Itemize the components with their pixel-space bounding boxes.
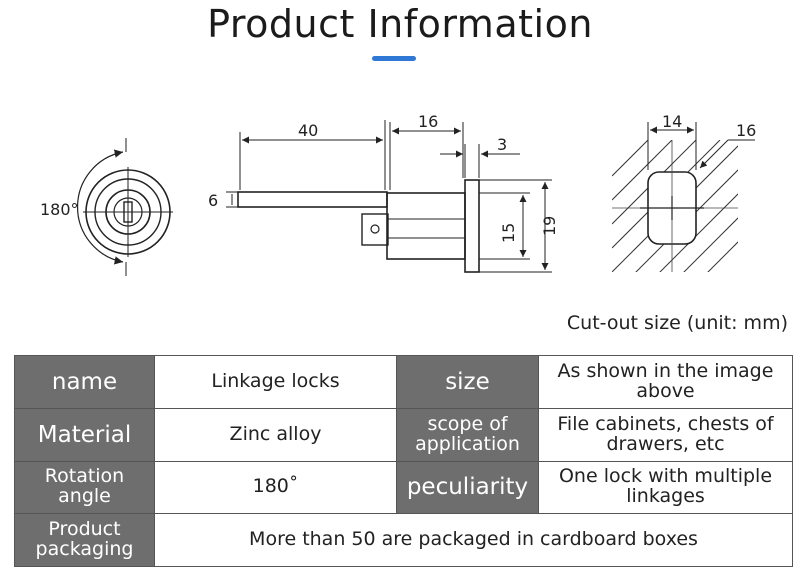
peculiarity-key-cell: peculiarity [396,460,539,515]
rotation-value-cell: 180˚ [154,460,397,515]
technical-drawing: 180° 40 [40,112,756,276]
material-value-cell: Zinc alloy [154,407,397,462]
name-value-cell: Linkage locks [154,355,397,409]
front-view [77,138,173,276]
packaging-value-cell: More than 50 are packaged in cardboard b… [154,513,793,567]
size-key-cell: size [396,355,539,409]
rotation-key-cell: Rotation angle [14,460,155,515]
dim-cutout-width-label: 14 [662,112,682,131]
material-key-cell: Material [14,407,155,462]
dim-bar-length-label: 40 [298,121,318,140]
peculiarity-value-cell: One lock with multiple linkages [538,460,793,515]
spec-table: name Linkage locks size As shown in the … [14,355,793,567]
cutout-caption: Cut-out size (unit: mm) [566,312,788,334]
dim-body-height-label: 15 [499,223,518,243]
dim-flange-height-label: 19 [540,216,559,236]
dim-cutout-height-label: 16 [736,121,756,140]
name-key-cell: name [14,355,155,409]
scope-value-cell: File cabinets, chests of drawers, etc [538,407,793,462]
table-row: Rotation angle 180˚ peculiarity One lock… [14,460,793,515]
dim-flange-label: 3 [497,135,507,154]
side-view [226,120,552,273]
dim-body-length-label: 16 [418,112,438,131]
rotation-angle-label: 180° [40,200,79,219]
table-row: Material Zinc alloy scope of application… [14,407,793,462]
scope-key-cell: scope of application [396,407,539,462]
cutout-view [612,122,755,272]
size-value-cell: As shown in the image above [538,355,793,409]
table-row: name Linkage locks size As shown in the … [14,355,793,409]
packaging-key-cell: Product packaging [14,513,155,567]
title-accent-bar [372,56,416,61]
table-row: Product packaging More than 50 are packa… [14,513,793,567]
dim-bar-thickness-label: 6 [208,191,218,210]
page-title: Product Information [207,2,593,46]
